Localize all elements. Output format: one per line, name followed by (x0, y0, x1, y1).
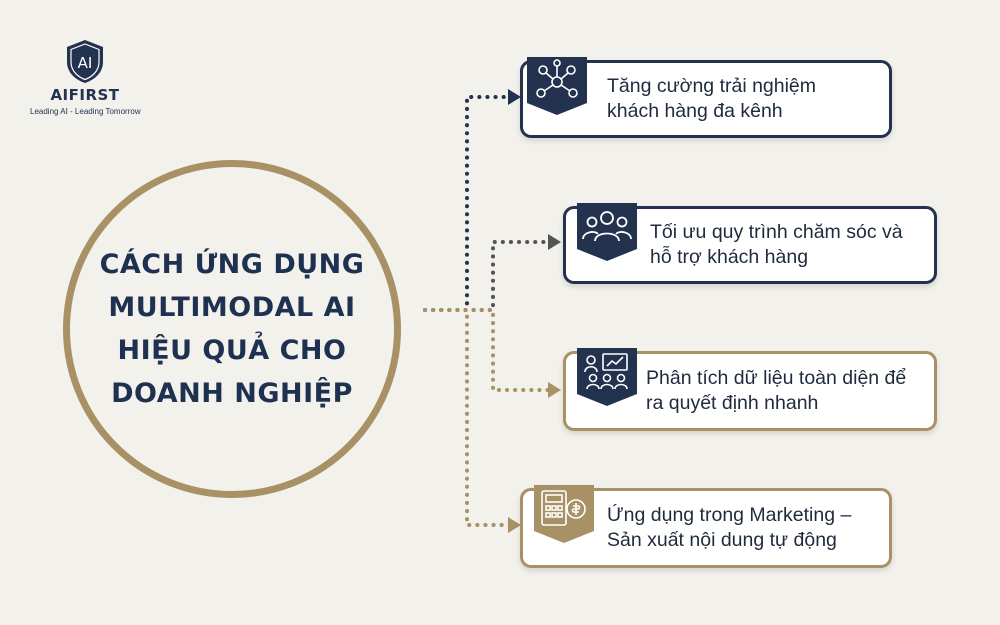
connector-line-3 (423, 308, 552, 392)
logo-mark: AI (78, 54, 93, 72)
logo-name: AIFIRST (50, 86, 120, 104)
connector-line-2 (423, 240, 552, 312)
title-line-1: CÁCH ỨNG DỤNG (99, 249, 365, 280)
title-line-2: MULTIMODAL AI (108, 292, 356, 323)
connector-line-4 (423, 308, 512, 527)
item-4-line-1: Ứng dụng trong Marketing – (607, 504, 852, 526)
item-3-line-2: ra quyết định nhanh (646, 392, 819, 414)
team-icon (575, 201, 639, 263)
arrow-head-2 (548, 234, 561, 250)
page-title: CÁCH ỨNG DỤNG MULTIMODAL AI HIỆU QUẢ CHO… (82, 243, 382, 415)
item-4-line-2: Sản xuất nội dung tự động (607, 529, 837, 551)
arrow-head-3 (548, 382, 561, 398)
arrow-head-4 (508, 517, 521, 533)
item-card-4: Ứng dụng trong Marketing – Sản xuất nội … (520, 488, 892, 568)
logo-tagline: Leading AI - Leading Tomorrow (30, 107, 141, 116)
arrow-head-1 (508, 89, 521, 105)
brand-logo: AI AIFIRST Leading AI - Leading Tomorrow (30, 38, 141, 116)
item-1-line-1: Tăng cường trải nghiệm (607, 75, 817, 97)
central-circle: CÁCH ỨNG DỤNG MULTIMODAL AI HIỆU QUẢ CHO… (63, 160, 401, 498)
item-1-line-2: khách hàng đa kênh (607, 100, 783, 122)
title-line-4: DOANH NGHIỆP (111, 378, 353, 409)
item-3-line-1: Phân tích dữ liệu toàn diện để (646, 367, 907, 389)
network-people-icon (525, 55, 589, 117)
title-line-3: HIỆU QUẢ CHO (117, 335, 347, 366)
item-2-line-1: Tối ưu quy trình chăm sóc và (650, 221, 903, 243)
item-2-line-2: hỗ trợ khách hàng (650, 246, 809, 268)
connector-line-1 (423, 95, 512, 312)
shield-logo-icon: AI (67, 40, 103, 83)
meeting-presentation-icon (575, 346, 639, 408)
calculator-money-icon (532, 483, 596, 545)
